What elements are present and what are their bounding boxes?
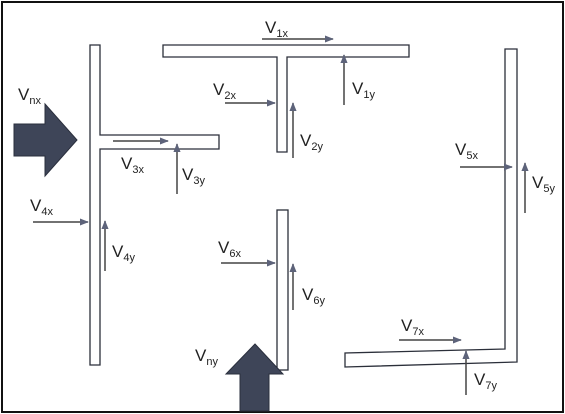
label-v7y: V7y <box>474 370 497 392</box>
vnx-large-arrow <box>13 102 78 178</box>
label-v4y: V4y <box>112 242 135 264</box>
label-vnx: Vnx <box>18 85 41 107</box>
member-middle-post <box>276 209 289 371</box>
member-left-frame <box>89 44 220 366</box>
member-top-t <box>162 44 410 153</box>
label-v7x: V7x <box>401 316 424 338</box>
label-vny: Vny <box>195 346 218 368</box>
label-v3x: V3x <box>121 154 144 176</box>
label-v4x: V4x <box>30 196 53 218</box>
label-v1x: V1x <box>265 18 288 40</box>
label-v1y: V1y <box>352 79 375 101</box>
label-v6y: V6y <box>302 285 325 307</box>
vny-large-arrow <box>224 343 285 412</box>
label-v5y: V5y <box>532 173 555 195</box>
member-right-l <box>344 48 518 368</box>
label-v2x: V2x <box>213 80 236 102</box>
label-v6x: V6x <box>218 238 241 260</box>
label-v3y: V3y <box>182 165 205 187</box>
label-v5x: V5x <box>455 140 478 162</box>
label-v2y: V2y <box>300 131 323 153</box>
